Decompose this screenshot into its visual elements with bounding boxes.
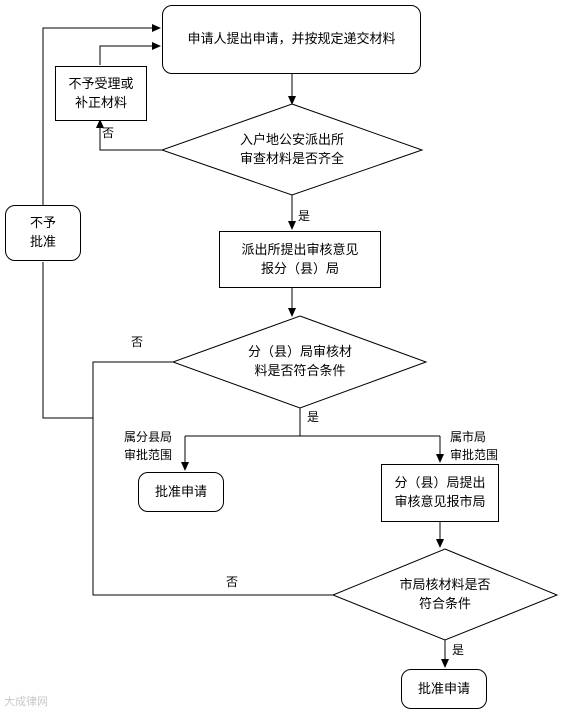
arrow-check-no-to-reject [96, 119, 162, 151]
label-city-scope: 属市局 审批范围 [450, 430, 499, 462]
arrow-branch-no [42, 262, 173, 419]
node-city-check: 市局核材料是否 符合条件 [399, 578, 491, 612]
label-yes-3: 是 [452, 643, 465, 657]
arrow-city-no [92, 362, 333, 596]
label-county-scope: 属分县局 审批范围 [124, 430, 173, 462]
node-apply: 申请人提出申请，并按规定递交材料 [162, 5, 421, 74]
diamond-police-check [160, 103, 424, 196]
node-not-approved: 不予 批准 [5, 205, 81, 261]
label-yes-2: 是 [307, 410, 320, 424]
node-approve-bottom: 批准申请 [401, 669, 487, 709]
arrow-not-approved-to-apply [42, 24, 161, 205]
node-police-check: 入户地公安派出所 审查材料是否齐全 [239, 133, 344, 167]
node-branch-report: 分（县）局提出 审核意见报市局 [381, 464, 499, 522]
label-yes-1: 是 [298, 209, 311, 223]
node-approve-left: 批准申请 [138, 472, 224, 512]
arrow-reject-to-apply [99, 42, 161, 65]
node-reject-correct: 不予受理或 补正材料 [55, 66, 147, 121]
node-branch-check: 分（县）局审核材 料是否符合条件 [247, 345, 352, 379]
label-no-3: 否 [226, 575, 239, 589]
label-no-1: 否 [102, 126, 115, 140]
diamond-city-check [331, 548, 559, 641]
label-no-2: 否 [131, 335, 144, 349]
node-station-opinion: 派出所提出审核意见 报分（县）局 [219, 231, 381, 288]
diamond-branch-check [171, 315, 428, 409]
watermark: 大成律网 [4, 695, 48, 708]
